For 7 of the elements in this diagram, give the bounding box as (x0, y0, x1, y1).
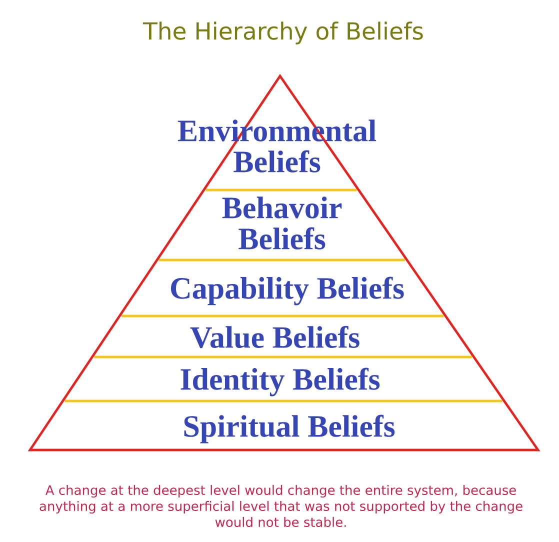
level-label: Value Beliefs (190, 326, 360, 348)
level-label: Identity Beliefs (180, 368, 380, 396)
level-label: Spiritual Beliefs (184, 414, 395, 444)
level-label: Behavoir Beliefs (222, 196, 342, 250)
level-label: Capability Beliefs (170, 276, 404, 306)
title: The Hierarchy of Beliefs (142, 22, 423, 44)
caption: A change at the deepest level would change the entire system, because anything at a more superficial level that was not supported by the change would not be stable. (40, 484, 522, 528)
